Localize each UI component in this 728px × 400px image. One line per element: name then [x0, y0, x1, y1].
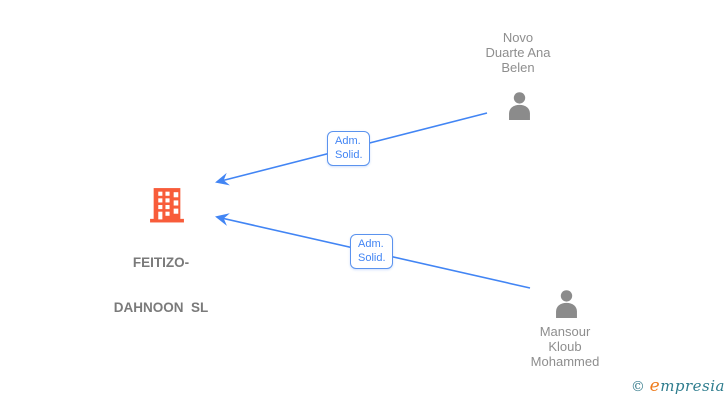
edge-label-line: Adm.	[335, 135, 361, 147]
person-name-line: Mansour	[539, 324, 591, 339]
company-name-line: DAHNOON SL	[113, 300, 209, 315]
node-person-mansour[interactable]	[551, 287, 582, 323]
company-name: FEITIZO- DAHNOON SL	[91, 225, 231, 345]
person-name-line: Mohammed	[530, 354, 600, 369]
person-name-line: Kloub	[548, 339, 582, 354]
edge-label-line: Solid.	[335, 149, 363, 161]
building-icon	[150, 188, 184, 223]
empresia-logo-rest: mpresia	[660, 377, 725, 395]
node-company-feitizo-dahnoon[interactable]	[149, 185, 185, 229]
empresia-logo-text: empresia	[649, 376, 725, 396]
person-name-novo: Novo Duarte Ana Belen	[448, 30, 588, 75]
person-name-mansour: Mansour Kloub Mohammed	[495, 324, 635, 369]
person-name-line: Duarte Ana	[485, 45, 551, 60]
edge-label-line: Adm.	[358, 238, 384, 250]
node-person-novo[interactable]	[504, 89, 535, 125]
empresia-logo-initial: e	[649, 376, 661, 396]
person-icon	[509, 92, 530, 120]
person-icon	[556, 290, 577, 318]
person-name-line: Belen	[501, 60, 535, 75]
edge-label-line: Solid.	[358, 252, 386, 264]
empresia-watermark: © empresia	[631, 376, 725, 396]
person-name-line: Novo	[502, 30, 534, 45]
company-name-line: FEITIZO-	[132, 255, 190, 270]
edge-label-adm-solid-novo[interactable]: Adm. Solid.	[327, 131, 370, 166]
edge-label-adm-solid-mansour[interactable]: Adm. Solid.	[350, 234, 393, 269]
copyright-icon: ©	[630, 379, 645, 395]
